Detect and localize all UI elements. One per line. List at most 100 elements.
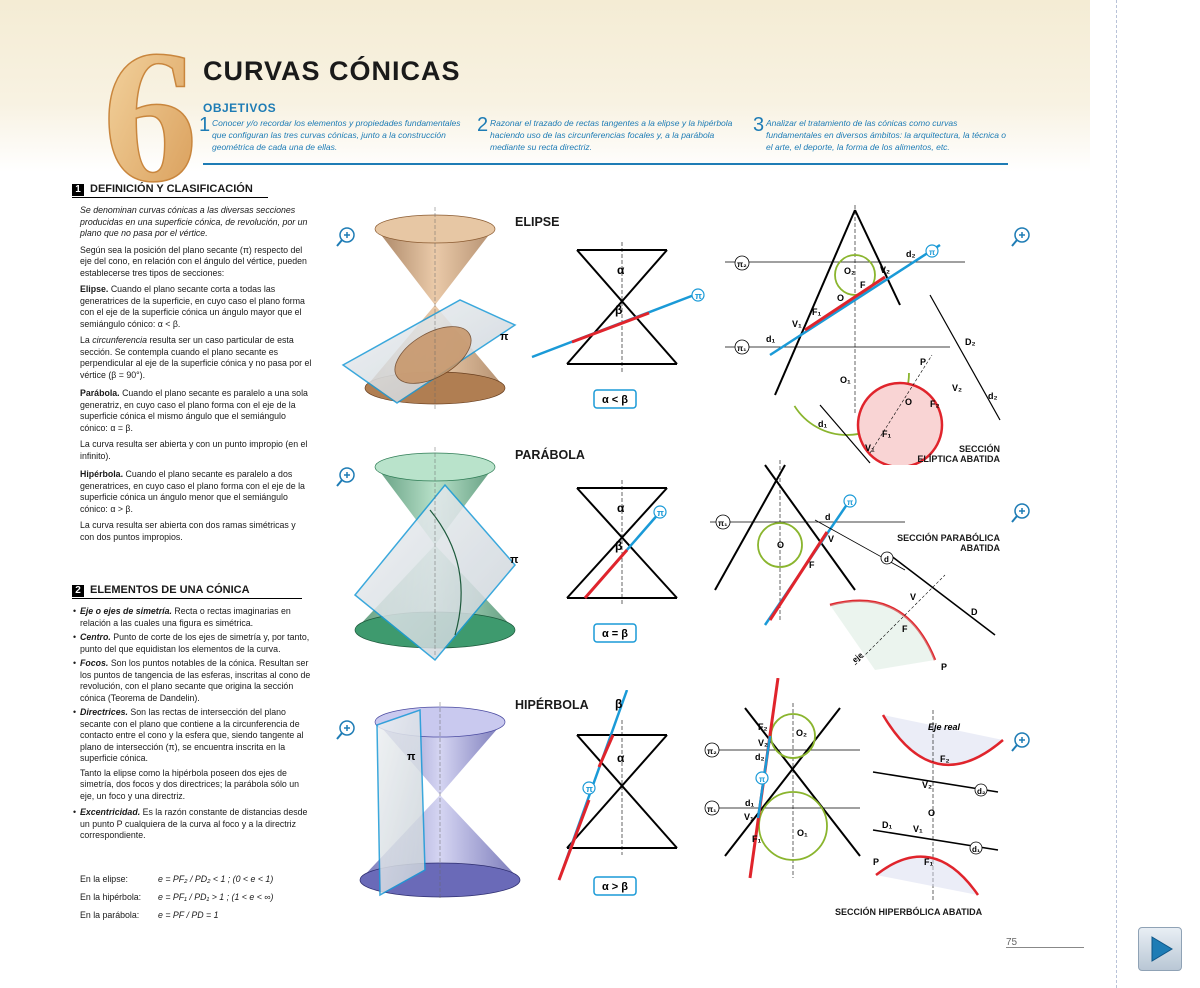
v1-label: V₁ [913, 824, 923, 834]
chapter-title: CURVAS CÓNICAS [203, 56, 461, 86]
formula-expression: e = PF / PD = 1 [158, 910, 219, 920]
item-text: Son los puntos notables de la cónica. Re… [80, 658, 311, 703]
f2-label: F₂ [758, 722, 768, 732]
pi-label: π [695, 291, 702, 301]
elipse-text: Cuando el plano secante corta a todas la… [80, 284, 305, 329]
pi1-label: π₁ [707, 805, 717, 814]
zoom-parabola-section-icon[interactable] [1010, 502, 1032, 524]
next-page-button[interactable] [1138, 927, 1182, 971]
parabola-relation: α = β [602, 628, 628, 640]
f-label: F [860, 280, 866, 290]
v1-label: V₁ [865, 443, 875, 453]
excentricity-list: Excentricidad. Es la razón constante de … [73, 807, 312, 842]
v2-label: V₂ [952, 383, 962, 393]
o-label: O [905, 397, 912, 407]
d-label: d [825, 512, 831, 522]
d1-label: d₁ [818, 419, 827, 429]
v2-label: V₂ [758, 738, 768, 748]
formula-label: En la hipérbola: [80, 892, 142, 902]
d-point-label: D [971, 607, 978, 617]
p-label: P [920, 357, 926, 367]
note-text: Tanto la elipse como la hipérbola poseen… [80, 767, 300, 801]
o-label: O [837, 293, 844, 303]
item-term: Centro. [80, 632, 111, 642]
f-label: F [809, 560, 815, 570]
hiperbola-angle-diagram: α β π α > β [557, 690, 678, 896]
pi-label: π [657, 508, 664, 518]
objective-number: 1 [199, 114, 211, 136]
zoom-elipse-cone-icon[interactable] [335, 226, 357, 248]
zoom-parabola-cone-icon[interactable] [335, 466, 357, 488]
parabola-paragraph: Parábola. Cuando el plano secante es par… [80, 388, 312, 434]
objective-text: Conocer y/o recordar los elementos y pro… [212, 118, 461, 152]
pi-label: π [407, 751, 416, 763]
d1-point-label: D₁ [882, 820, 892, 830]
v1-label: V₁ [744, 812, 754, 822]
parabola-title: PARÁBOLA [515, 448, 585, 462]
v2-label: V₂ [880, 265, 890, 275]
list-item: Directrices. Son las rectas de intersecc… [73, 707, 312, 765]
d1-label: d₁ [766, 334, 775, 344]
pi2-label: π₂ [737, 260, 747, 269]
alpha-label: α [617, 751, 625, 765]
zoom-hiperbola-cone-icon[interactable] [335, 719, 357, 741]
item-term: Eje o ejes de simetría. [80, 606, 172, 616]
circ-prefix: La [80, 335, 90, 345]
elipse-relation: α < β [602, 394, 628, 406]
hiperbola-paragraph-2: La curva resulta ser abierta con dos ram… [80, 520, 296, 542]
page-number-rule [1006, 947, 1084, 948]
list-item: Centro. Punto de corte de los ejes de si… [73, 632, 312, 655]
f1-label: F₁ [924, 857, 933, 867]
item-text: Punto de corte de los ejes de simetría y… [80, 632, 310, 654]
alpha-label: α [617, 501, 625, 515]
circunferencia-text: resulta ser un caso particular de esta s… [80, 335, 312, 380]
v-label: V [910, 592, 916, 602]
objective-number: 3 [753, 114, 765, 136]
parabola-dandelin-diagram: π₁ π d O V F d V D F P eje [710, 460, 996, 672]
d2-point-label: D₂ [965, 337, 976, 347]
hiperbola-section-diagram: Eje real F₂ V₂ d₂ O D₁ V₁ d₁ P F₁ [872, 710, 1004, 900]
d2-label: d₂ [988, 391, 998, 401]
elipse-cone-figure: π [341, 207, 517, 410]
elipse-title: ELIPSE [515, 215, 560, 229]
hiperbola-term: Hipérbola. [80, 469, 124, 479]
chapter-number-graphic: 6 [102, 28, 199, 188]
definition-text: Se denominan curvas cónicas a las divers… [80, 205, 308, 238]
item-term: Excentricidad. [80, 807, 141, 817]
formula-expression: e = PF₂ / PD₂ < 1 ; (0 < e < 1) [158, 874, 274, 884]
pi-label: π [510, 554, 519, 566]
section-title: DEFINICIÓN Y CLASIFICACIÓN [90, 183, 253, 195]
d1-label: d₁ [745, 798, 754, 808]
hiperbola-title: HIPÉRBOLA [515, 698, 589, 712]
o2-label: O₂ [796, 728, 807, 738]
pi-label: π [847, 498, 853, 507]
pi-label: π [759, 775, 765, 784]
objective-text: Razonar el trazado de rectas tangentes a… [490, 118, 733, 152]
formula-expression: e = PF₁ / PD₁ > 1 ; (1 < e < ∞) [158, 892, 274, 902]
o-label: O [928, 808, 935, 818]
objective-1: 1 Conocer y/o recordar los elementos y p… [199, 115, 470, 153]
alpha-label: α [617, 263, 625, 277]
caption-line: SECCIÓN PARABÓLICA [897, 533, 1000, 543]
f-label: F [902, 624, 908, 634]
hiperbola-text: Cuando el plano secante es paralelo a do… [80, 469, 305, 514]
objective-text: Analizar el tratamiento de las cónicas c… [766, 118, 1007, 152]
p-label: P [873, 857, 879, 867]
d2-label: d₂ [906, 249, 916, 259]
page-number: 75 [1006, 937, 1018, 948]
play-arrow-icon [1151, 936, 1173, 962]
o1-label: O₁ [840, 375, 851, 385]
v-label: V [828, 534, 834, 544]
objectives-label: OBJETIVOS [203, 101, 277, 115]
zoom-hiperbola-section-icon[interactable] [1010, 731, 1032, 753]
v2-label: V₂ [922, 780, 932, 790]
page-margin-guide [1116, 0, 1117, 988]
hiperbola-cone-figure: π [359, 702, 521, 898]
formula-label: En la parábola: [80, 910, 140, 920]
zoom-elipse-section-icon[interactable] [1010, 226, 1032, 248]
circunferencia-paragraph: La circunferencia resulta ser un caso pa… [80, 335, 312, 381]
elipse-paragraph: Elipse. Cuando el plano secante corta a … [80, 284, 312, 330]
elipse-term: Elipse. [80, 284, 109, 294]
elipse-angle-diagram: α β π α < β [531, 242, 705, 409]
